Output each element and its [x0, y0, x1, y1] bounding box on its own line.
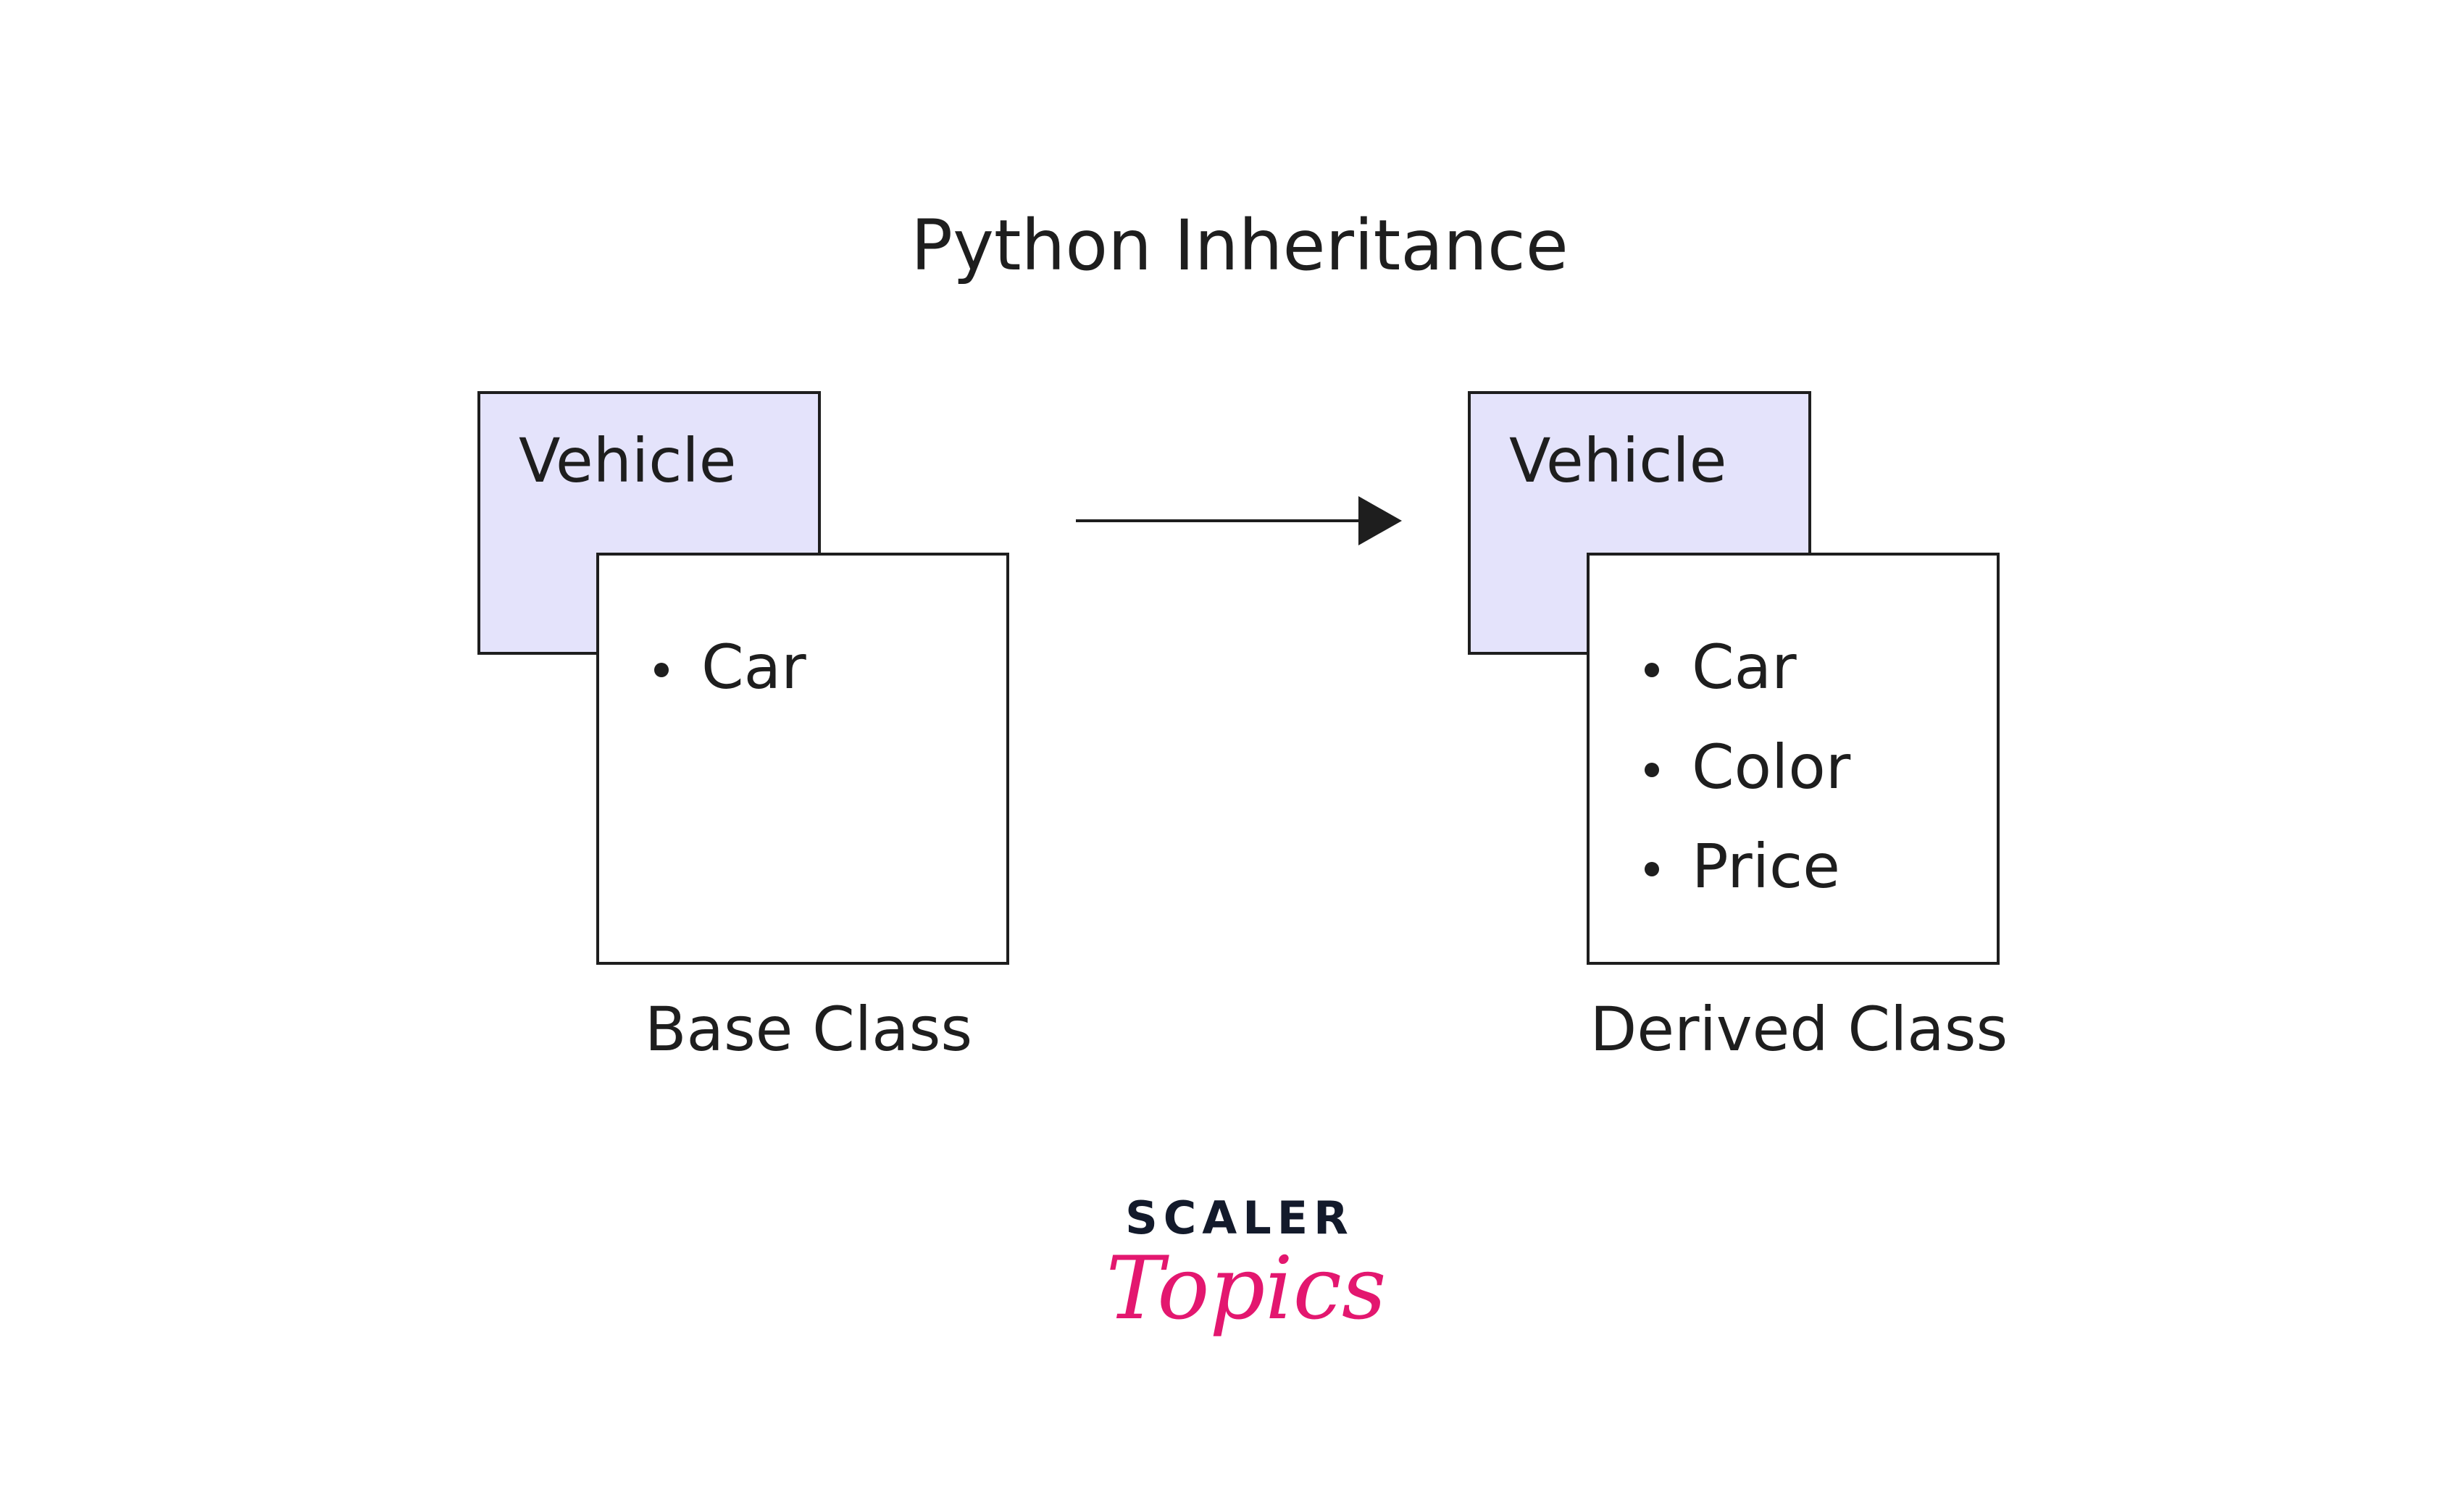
base-class-group: Vehicle Car Base Class [477, 391, 1009, 1065]
base-class-caption: Base Class [645, 994, 972, 1065]
base-member-item: Car [701, 632, 806, 703]
derived-member-item: Car [1692, 632, 1797, 703]
base-class-name: Vehicle [519, 425, 736, 496]
logo-topics-text: Topics [1106, 1239, 1387, 1339]
base-class-members-box [596, 553, 1009, 965]
logo-scaler-text: SCALER [1125, 1191, 1354, 1244]
derived-member-item: Color [1692, 732, 1851, 803]
bullet-icon [654, 663, 669, 677]
bullet-icon [1645, 862, 1659, 876]
scaler-topics-logo: SCALER Topics [1106, 1191, 1387, 1339]
derived-class-group: Vehicle Car Color Price Derived Class [1468, 391, 2008, 1065]
derived-class-name: Vehicle [1509, 425, 1726, 496]
derived-class-members-box [1587, 553, 2000, 965]
bullet-icon [1645, 763, 1659, 777]
arrowhead-icon [1358, 496, 1402, 545]
inheritance-arrow [1076, 496, 1402, 545]
derived-member-item: Price [1692, 831, 1840, 902]
bullet-icon [1645, 663, 1659, 677]
derived-class-caption: Derived Class [1590, 994, 2008, 1065]
diagram-title: Python Inheritance [911, 205, 1569, 286]
